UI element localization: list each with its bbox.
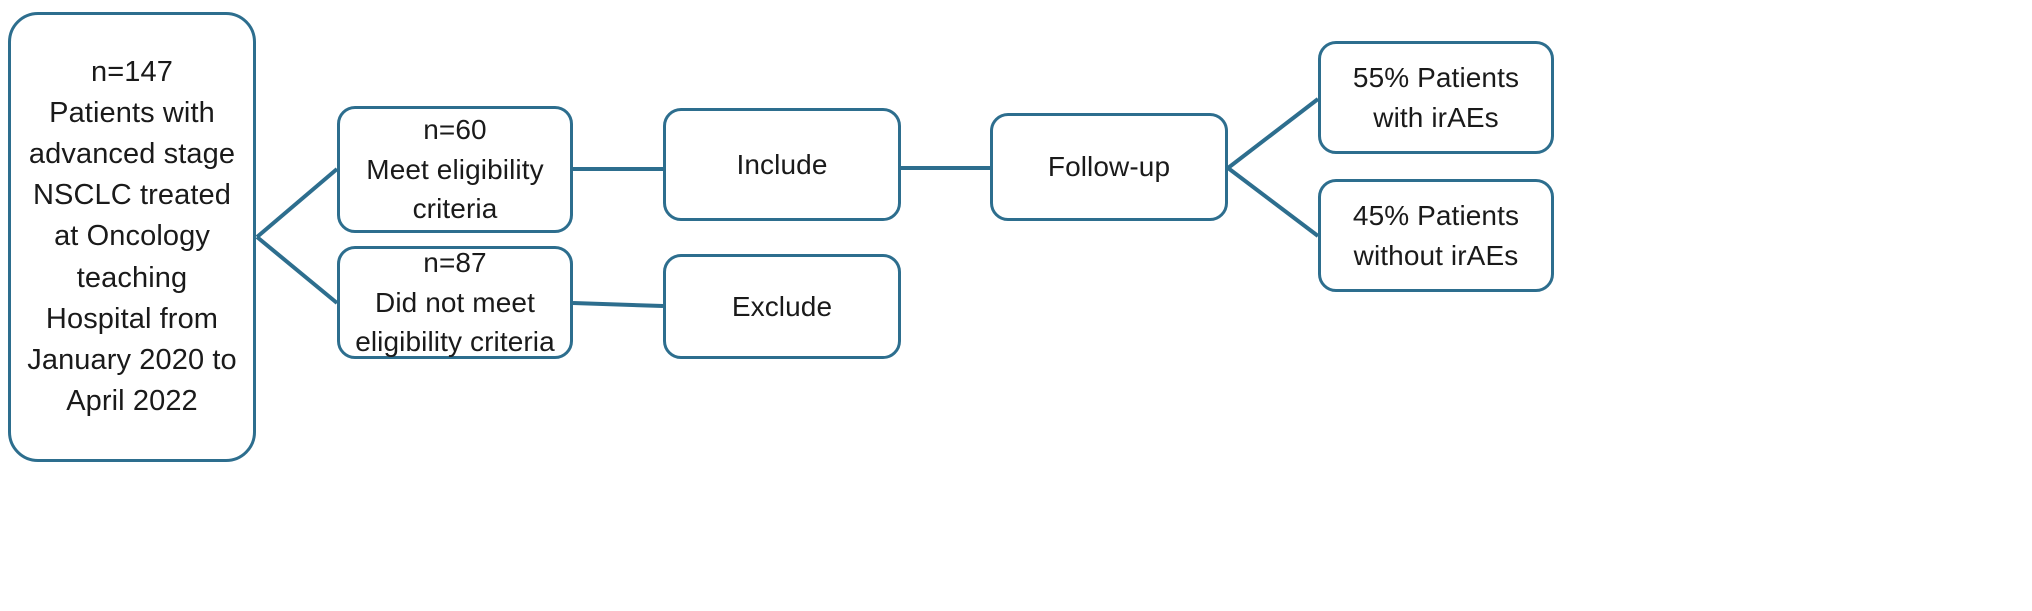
node-include[interactable]: Include (663, 108, 901, 221)
edge-cohort-to-eligible (255, 167, 339, 239)
node-meet-eligibility-criteria[interactable]: n=60 Meet eligibility criteria (337, 106, 573, 233)
node-did-not-meet-eligibility-criteria[interactable]: n=87 Did not meet eligibility criteria (337, 246, 573, 359)
node-patients-with-iraes-label: 55% Patients with irAEs (1352, 61, 1520, 133)
node-did-not-meet-eligibility-criteria-label: n=87 Did not meet eligibility criteria (355, 246, 555, 358)
node-meet-eligibility-criteria-label: n=60 Meet eligibility criteria (366, 113, 544, 225)
node-follow-up-label: Follow-up (1047, 151, 1171, 183)
edge-followup-to-with-iraes (1226, 97, 1320, 170)
node-cohort-label: n=147 Patients with advanced stage NSCLC… (27, 55, 237, 418)
node-cohort[interactable]: n=147 Patients with advanced stage NSCLC… (8, 12, 256, 462)
node-patients-without-iraes-label: 45% Patients without irAEs (1352, 199, 1520, 271)
node-patients-without-iraes[interactable]: 45% Patients without irAEs (1318, 179, 1554, 292)
edge-followup-to-without-iraes (1226, 166, 1320, 238)
edge-cohort-to-not-eligible (255, 235, 339, 305)
node-patients-with-iraes[interactable]: 55% Patients with irAEs (1318, 41, 1554, 154)
node-exclude-label: Exclude (731, 290, 833, 322)
node-follow-up[interactable]: Follow-up (990, 113, 1228, 221)
node-exclude[interactable]: Exclude (663, 254, 901, 359)
node-include-label: Include (736, 148, 828, 180)
edge-not-eligible-to-exclude (572, 301, 664, 308)
